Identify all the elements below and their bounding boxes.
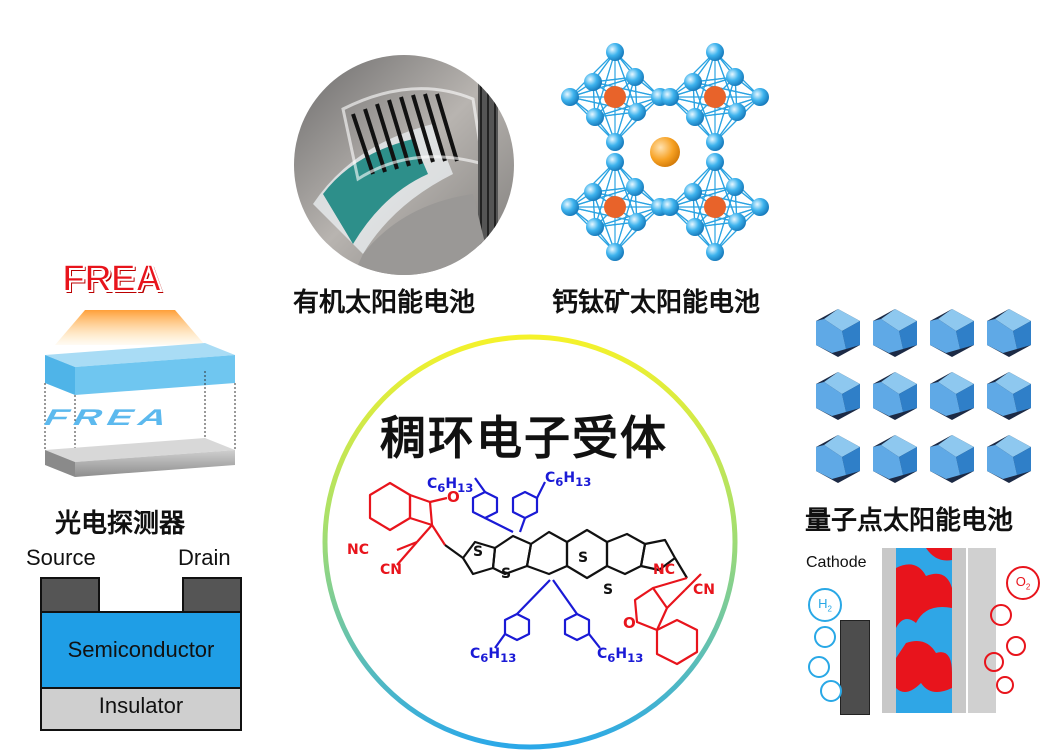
perovskite-x-site [661, 198, 679, 216]
perovskite-x-site [606, 43, 624, 61]
quantum-dot [930, 372, 974, 420]
perovskite-crystal [555, 35, 775, 280]
perovskite-x-site [706, 133, 724, 151]
perovskite-x-site [606, 133, 624, 151]
perovskite-x-site [706, 153, 724, 171]
perovskite-b-site [704, 196, 726, 218]
molecule-nc-right: NC [653, 562, 675, 578]
perovskite-x-site [706, 243, 724, 261]
perovskite-x-site [684, 183, 702, 201]
perovskite-x-site [606, 153, 624, 171]
h2-bubble-small [808, 656, 830, 678]
quantum-dot-grid [808, 305, 1043, 485]
perovskite-x-site [628, 213, 646, 231]
perovskite-x-site [561, 198, 579, 216]
hexyl-bottom-left: C6H13 [470, 646, 517, 665]
perovskite-x-site [606, 243, 624, 261]
h2-bubble-small [814, 626, 836, 648]
membrane-layer [896, 548, 952, 713]
molecule-structure: S S S S O NC CN NC CN O C6H13 C6H13 C6H1… [335, 470, 735, 670]
molecule-nc-left: NC [347, 542, 369, 558]
molecule-s-2: S [501, 566, 512, 582]
perovskite-x-site [586, 218, 604, 236]
insulator-label: Insulator [98, 693, 184, 718]
gray-plate-far [968, 548, 996, 713]
cathode-electrode [840, 620, 870, 715]
quantum-dot-solar-label: 量子点太阳能电池 [805, 506, 1014, 536]
molecule-cn-left: CN [380, 562, 402, 578]
o2-bubble: O2 [1006, 566, 1040, 600]
drain-electrode [182, 577, 242, 615]
perovskite-b-site [704, 86, 726, 108]
frea-film-text: FREA [38, 405, 180, 431]
perovskite-x-site [561, 88, 579, 106]
drain-label: Drain [178, 545, 231, 570]
gray-plate-right [952, 548, 966, 713]
gray-plate-left [882, 548, 896, 713]
source-label: Source [26, 545, 96, 570]
semiconductor-label: Semiconductor [67, 637, 215, 662]
quantum-dot [816, 435, 860, 483]
quantum-dot [987, 372, 1031, 420]
quantum-dot [816, 309, 860, 357]
perovskite-x-site [726, 178, 744, 196]
perovskite-x-site [706, 43, 724, 61]
molecule-o-left: O [447, 488, 460, 506]
perovskite-x-site [728, 103, 746, 121]
quantum-dot [873, 435, 917, 483]
molecule-s-1: S [473, 544, 484, 560]
o2-bubble-small [1006, 636, 1026, 656]
organic-solar-label: 有机太阳能电池 [293, 288, 476, 318]
quantum-dot [816, 372, 860, 420]
perovskite-x-site [728, 213, 746, 231]
quantum-dot [873, 309, 917, 357]
frea-badge-text: FREA [61, 257, 163, 301]
perovskite-b-site [604, 196, 626, 218]
perovskite-x-site [661, 88, 679, 106]
quantum-dot [987, 309, 1031, 357]
perovskite-x-site [684, 73, 702, 91]
center-title: 稠环电子受体 [380, 411, 668, 465]
perovskite-x-site [751, 88, 769, 106]
perovskite-x-site [726, 68, 744, 86]
perovskite-x-site [586, 108, 604, 126]
photodetector-diagram [30, 255, 245, 495]
perovskite-x-site [686, 218, 704, 236]
o2-bubble-small [996, 676, 1014, 694]
frea-badge: FREA [61, 257, 192, 304]
molecule-o-right: O [623, 614, 636, 632]
perovskite-x-site [584, 183, 602, 201]
organic-solar-photo [293, 54, 515, 276]
molecule-s-3: S [578, 550, 589, 566]
insulator-layer: Insulator [40, 687, 242, 731]
perovskite-b-site [604, 86, 626, 108]
perovskite-x-site [584, 73, 602, 91]
perovskite-x-site [628, 103, 646, 121]
h2-bubble: H2 [808, 588, 842, 622]
fuel-cell-diagram: Cathode H2 O2 [800, 548, 1050, 715]
hexyl-bottom-right: C6H13 [597, 646, 644, 665]
h2-bubble-small [820, 680, 842, 702]
hexyl-top-left: C6H13 [427, 476, 474, 495]
perovskite-solar-label: 钙钛矿太阳能电池 [552, 288, 761, 318]
quantum-dot [987, 435, 1031, 483]
molecule-s-4: S [603, 582, 614, 598]
hexyl-top-right: C6H13 [545, 470, 592, 489]
perovskite-x-site [626, 178, 644, 196]
source-electrode [40, 577, 100, 615]
cathode-label: Cathode [806, 554, 867, 571]
photodetector-label: 光电探测器 [55, 509, 186, 539]
perovskite-x-site [626, 68, 644, 86]
perovskite-x-site [686, 108, 704, 126]
o2-bubble-small [984, 652, 1004, 672]
perovskite-x-site [751, 198, 769, 216]
quantum-dot [930, 309, 974, 357]
quantum-dot [930, 435, 974, 483]
quantum-dot [873, 372, 917, 420]
semiconductor-layer: Semiconductor [40, 611, 242, 689]
perovskite-a-site [650, 137, 680, 167]
o2-bubble-small [990, 604, 1012, 626]
molecule-cn-right: CN [693, 582, 715, 598]
transistor-diagram: Source Drain Semiconductor Insulator [20, 545, 250, 731]
